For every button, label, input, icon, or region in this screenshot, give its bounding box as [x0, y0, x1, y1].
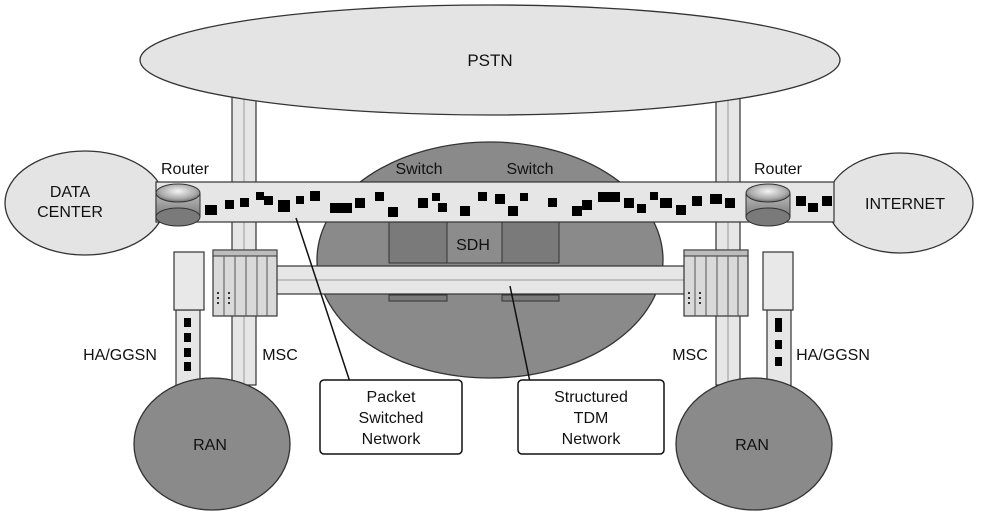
packet-square [240, 198, 249, 207]
packet-square [710, 194, 722, 204]
gateway-box-icon [173, 251, 205, 311]
ha-ggsn-left-label: HA/GGSN [83, 347, 157, 364]
packet-square [418, 198, 428, 208]
ran-right-cloud [675, 377, 833, 511]
packet-switched-callout: Packet Switched Network [319, 379, 463, 455]
switch-right-label: Switch [506, 161, 553, 178]
packet-square [388, 207, 398, 217]
ran-right-label: RAN [735, 437, 769, 454]
packet-square [508, 206, 518, 216]
svg-text:Packet: Packet [367, 389, 416, 406]
svg-text:Structured: Structured [554, 389, 628, 406]
packet-square [822, 196, 832, 206]
data-center-cloud [4, 150, 166, 256]
packet-square [796, 196, 806, 206]
packet-square [478, 192, 487, 201]
svg-text:Network: Network [562, 431, 622, 448]
structured-tdm-callout: Structured TDM Network [517, 379, 665, 455]
ran-left-cloud [133, 377, 291, 511]
packet-square [582, 200, 592, 210]
internet-label: INTERNET [865, 196, 945, 213]
router-right [745, 183, 791, 227]
svg-text:Network: Network [362, 431, 422, 448]
packet-square [676, 205, 686, 215]
svg-text:Switched: Switched [359, 410, 424, 427]
router-icon [745, 183, 791, 203]
packet-square [225, 200, 234, 209]
msc-left-label: MSC [262, 347, 298, 364]
msc-right [683, 249, 749, 317]
packet-square [432, 193, 440, 201]
packet-square [296, 196, 304, 204]
ran-left-label: RAN [193, 437, 227, 454]
packet-square [355, 198, 365, 208]
vertical-pipes [175, 94, 792, 391]
packet-square [650, 192, 658, 200]
sdh-label: SDH [456, 237, 490, 254]
router-left [155, 183, 201, 227]
packet-square [520, 193, 528, 201]
tdm-callout-pointer [509, 285, 531, 383]
packet-square [310, 191, 320, 201]
packet-square [808, 203, 818, 212]
packet-square [278, 200, 290, 212]
pstn-cloud [139, 4, 841, 116]
packet-square [637, 204, 646, 213]
packet-square [572, 206, 582, 216]
packet-stream [160, 191, 832, 217]
packet-square [725, 198, 735, 208]
packet-callout-pointer [295, 217, 351, 383]
packet-square [660, 198, 672, 208]
data-center-label-line2: CENTER [37, 204, 103, 221]
packet-square [330, 203, 352, 213]
packet-square [692, 196, 702, 206]
tdm-pipe [261, 265, 699, 295]
packet-square [205, 205, 217, 215]
packet-square [256, 192, 264, 200]
svg-text:TDM: TDM [574, 410, 609, 427]
router-right-label: Router [754, 161, 803, 178]
ha-ggsn-right-label: HA/GGSN [796, 347, 870, 364]
router-left-label: Router [161, 161, 210, 178]
router-icon [155, 183, 201, 203]
packet-square [598, 192, 620, 202]
packet-square [624, 198, 634, 208]
hagsn-left-packets [184, 318, 191, 371]
hagsn-right-packets [775, 318, 782, 366]
packet-square [495, 194, 505, 204]
pstn-label: PSTN [467, 51, 512, 70]
packet-square [548, 198, 557, 207]
packet-square [438, 203, 447, 212]
packet-square [375, 192, 384, 201]
packet-square [264, 196, 273, 205]
data-center-label-line1: DATA [50, 184, 91, 201]
packet-square [460, 206, 470, 216]
switch-left-label: Switch [395, 161, 442, 178]
gateway-box-icon [762, 251, 794, 311]
msc-left [212, 249, 278, 317]
msc-right-label: MSC [672, 347, 708, 364]
